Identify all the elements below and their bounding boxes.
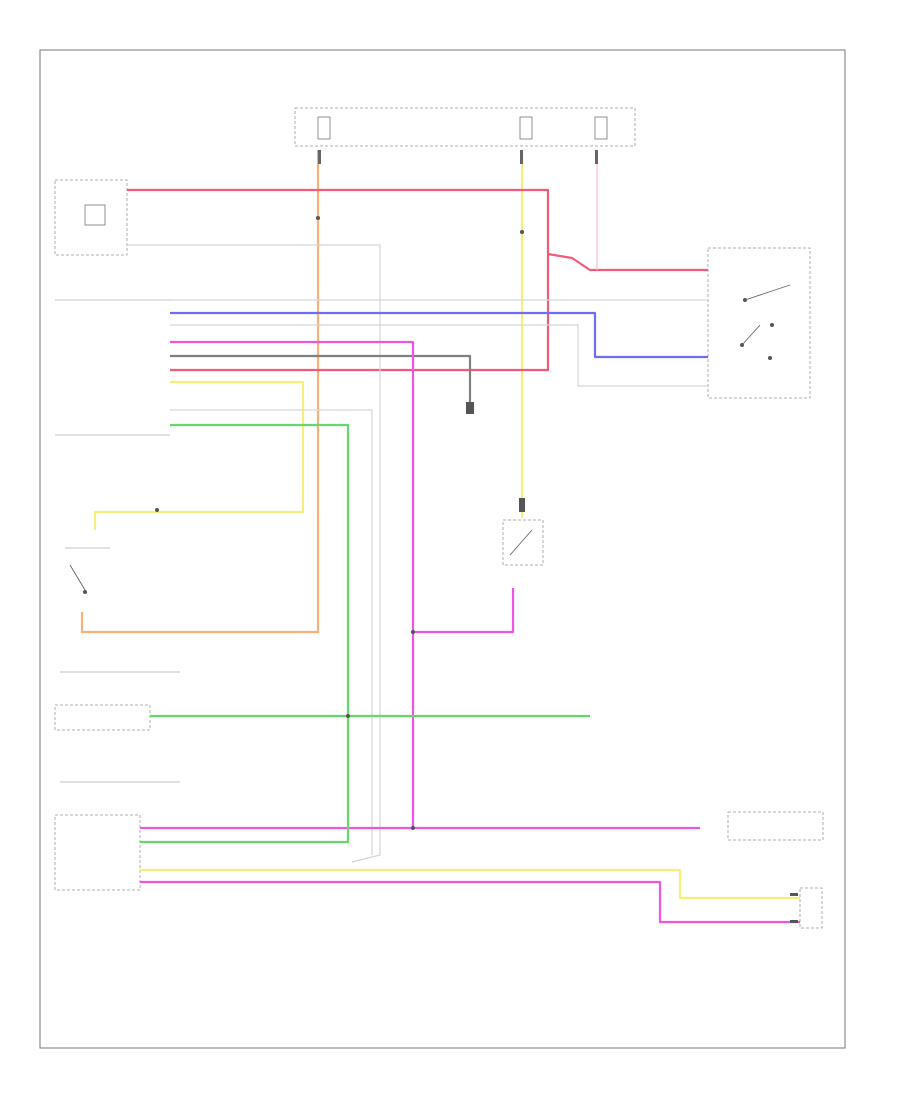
sensor-right-2 [799,887,823,929]
wire-red-2 [170,254,550,372]
wire-yellow-loop [93,380,305,530]
connector-ends [318,150,798,923]
range-switch-right [707,247,811,399]
wire-gray-4 [170,409,373,855]
pcm-connector-upper [55,299,170,436]
instrument-cluster-upper [54,179,128,256]
wire-magenta-3 [140,880,800,924]
ground-symbol [466,402,474,414]
wire-green [140,423,350,844]
brake-switch-middle [502,519,544,566]
wire-magenta-2 [413,588,515,634]
wire-gray-1 [127,244,381,863]
wire-red [127,188,708,272]
sensor-right-1 [727,811,824,841]
instrument-cluster-lower [54,671,180,731]
wire-orange [80,150,320,634]
brake-switch-left [65,547,110,594]
fuse-block-top [294,107,636,147]
diagram-frame [39,49,846,1049]
wire-yellow-bottom [140,868,800,900]
wire-gray-3 [170,324,708,387]
wire-magenta [170,340,700,830]
splice-nodes [155,216,524,830]
control-module-bottom [54,781,180,891]
wire-blue [170,311,708,359]
wire-dark-gray [170,354,472,402]
